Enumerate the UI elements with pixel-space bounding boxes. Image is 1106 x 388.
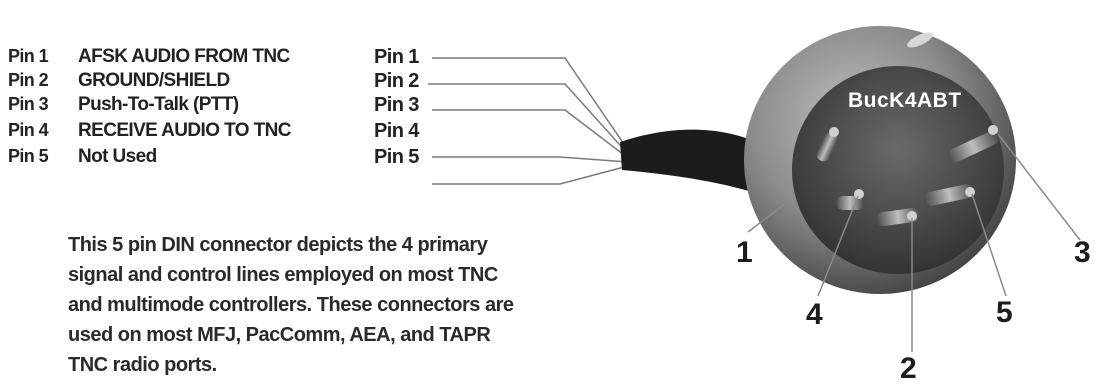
description-line: TNC radio ports.: [68, 354, 217, 376]
pin-label: Pin 4: [8, 120, 49, 140]
description-line: signal and control lines employed on mos…: [68, 264, 498, 286]
leader-line-4: [432, 156, 629, 163]
pin-label: Pin 2: [8, 70, 49, 90]
leader-line-2: [428, 83, 629, 155]
pin-description: GROUND/SHIELD: [78, 70, 230, 91]
description-line: and multimode controllers. These connect…: [68, 294, 514, 316]
description-line: This 5 pin DIN connector depicts the 4 p…: [68, 234, 488, 256]
connector-description: This 5 pin DIN connector depicts the 4 p…: [68, 230, 628, 380]
connector-pin-2: [876, 207, 920, 227]
connector-pin-1: [816, 127, 839, 162]
pin-label: Pin 3: [8, 94, 49, 114]
leader-lines: [428, 57, 629, 185]
pin-description: Not Used: [78, 146, 157, 167]
pin-reference: Pin 3: [374, 94, 419, 116]
connector-pin-3: [947, 125, 999, 163]
brand-text: BucK4ABT: [848, 89, 962, 112]
callout-4: 4: [806, 298, 823, 331]
pin-description: Push-To-Talk (PTT): [78, 94, 239, 115]
pin-reference: Pin 4: [374, 120, 419, 142]
callout-lines: [747, 133, 1081, 352]
callout-3: 3: [1074, 236, 1091, 269]
callout-line-5: [971, 193, 1007, 297]
pin-label: Pin 1: [8, 46, 49, 66]
callout-line-3: [997, 133, 1081, 241]
leader-line-3: [432, 109, 629, 159]
description-line: used on most MFJ, PacComm, AEA, and TAPR: [68, 324, 491, 346]
pin-reference: Pin 2: [374, 70, 419, 92]
pin-reference: Pin 5: [374, 146, 419, 168]
callout-2: 2: [900, 352, 917, 385]
pin-reference: Pin 1: [374, 46, 419, 68]
callout-5: 5: [996, 296, 1013, 329]
connector-key-notch: [907, 32, 933, 48]
connector-face: [792, 66, 1004, 274]
din-connector: BucK4ABT: [744, 26, 1016, 294]
leader-line-1: [432, 57, 629, 151]
pin-description: RECEIVE AUDIO TO TNC: [78, 120, 291, 141]
callout-1: 1: [736, 236, 753, 269]
pin-description: AFSK AUDIO FROM TNC: [78, 46, 290, 67]
callout-line-4: [817, 195, 859, 297]
pin-label: Pin 5: [8, 146, 49, 166]
leader-line-5: [432, 165, 629, 185]
callout-line-1: [747, 199, 791, 233]
